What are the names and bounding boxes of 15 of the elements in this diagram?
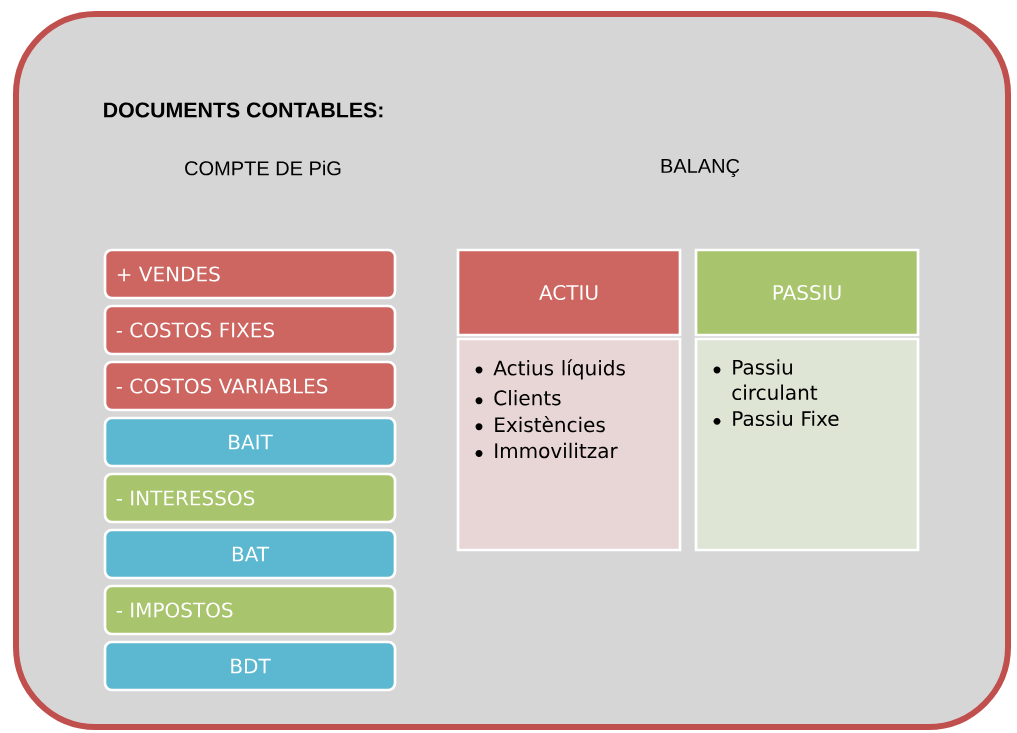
account-bar: - COSTOS FIXES bbox=[103, 304, 397, 356]
column-header: ACTIU bbox=[456, 248, 682, 337]
column-header: PASSIU bbox=[694, 248, 920, 337]
account-bar: + VENDES bbox=[103, 248, 397, 300]
result-bar: BAIT bbox=[103, 416, 397, 468]
result-bar: BAT bbox=[103, 528, 397, 580]
account-bar: - IMPOSTOS bbox=[103, 584, 397, 636]
title: DOCUMENTS CONTABLES: bbox=[104, 102, 383, 118]
section-heading: COMPTE DE PiG bbox=[185, 160, 341, 176]
section-heading: BALANÇ bbox=[661, 158, 740, 178]
list-panel: Passiu circulant Passiu Fixe bbox=[694, 337, 920, 552]
account-bar: - INTERESSOS bbox=[103, 472, 397, 524]
result-bar: BDT bbox=[103, 640, 397, 692]
list-panel: Actius líquids Clients Existències Immovilitzar bbox=[456, 337, 682, 552]
account-bar: - COSTOS VARIABLES bbox=[103, 360, 397, 412]
